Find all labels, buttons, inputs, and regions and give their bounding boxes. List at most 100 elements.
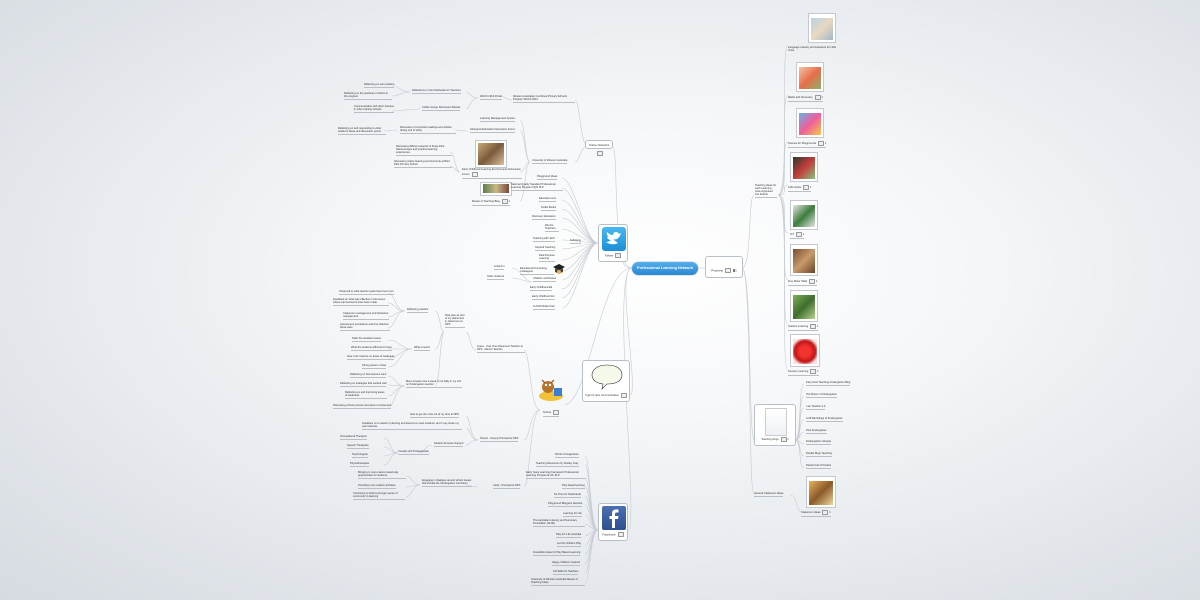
bringing-more-nature-node[interactable]: Bringing in more nature based play oppor… bbox=[358, 471, 406, 480]
what-is-learnt-node[interactable]: What is learnt bbox=[414, 346, 430, 352]
reflecting-how-lessons-went-node[interactable]: Reflecting on how lessons went bbox=[350, 373, 387, 379]
world-of-imagination-node[interactable]: World of Imagination bbox=[555, 453, 579, 459]
tamsin-node[interactable]: Tamsin - Deputy Principal at NPS bbox=[480, 437, 519, 443]
meet-at-least-once-node[interactable]: Meet at least once a week, if not daily … bbox=[406, 380, 462, 389]
pinterest-board-maths[interactable]: Maths and Numeracy 1 bbox=[788, 95, 823, 102]
playground-ideas-node[interactable]: Playground Ideas bbox=[537, 175, 558, 181]
coffee-lounge-node[interactable]: Coffee lounge Discussion Boards bbox=[422, 106, 461, 112]
blog-i-am-teacher[interactable]: I am Teacher 2.0 bbox=[806, 405, 826, 411]
other-students-node[interactable]: Other students bbox=[487, 275, 505, 281]
kindle-books-node[interactable]: Kindle Books bbox=[541, 206, 557, 212]
board-thumb-outdoor[interactable] bbox=[790, 290, 818, 322]
providing-more-outdoor-node[interactable]: Providing more outdoor activities bbox=[358, 484, 396, 490]
physiotherapists-node[interactable]: Physiotherapists bbox=[350, 462, 370, 468]
educational-computing-node[interactable]: Educational Computing Colleagues bbox=[520, 267, 554, 276]
how-i-can-improve-node[interactable]: How I can improve on areas of weakness bbox=[347, 355, 395, 361]
feedback-what-worked-node[interactable]: Feedback on what was effective in the le… bbox=[333, 298, 389, 307]
board-thumb-ict[interactable] bbox=[790, 200, 818, 230]
western-australian-combined-node[interactable]: Western Australian Combined Primary Scho… bbox=[513, 95, 575, 104]
board-thumb-science[interactable] bbox=[796, 108, 824, 138]
reflecting-improving-areas-node[interactable]: Reflecting on and improving areas of wea… bbox=[345, 391, 387, 400]
playground-bloggers-network-node[interactable]: Playground Bloggers Network bbox=[548, 502, 583, 508]
lucid-media-club-node[interactable]: LUCID Media Club bbox=[533, 305, 555, 311]
role-play-node[interactable]: Role play as part of my placement in cla… bbox=[445, 314, 465, 329]
reflections-notebooks-node[interactable]: Reflections on the Notebooks for Teacher… bbox=[412, 89, 461, 95]
type-for-face-communication-node[interactable]: Type for face Communication bbox=[582, 360, 630, 402]
university-wa-node[interactable]: University of Western Australia bbox=[532, 159, 568, 165]
pinterest-board-fine-motor[interactable]: Fine Motor Skills 1 bbox=[788, 279, 818, 286]
kid-skills-node[interactable]: Kid Skills for Teachers bbox=[553, 570, 579, 576]
blog-plus-kindergarten[interactable]: Plus Kindergarten bbox=[806, 429, 827, 435]
learning-management-system-node[interactable]: Learning Management System bbox=[480, 117, 516, 123]
discussing-indoor-learning-node[interactable]: Discussing indoor learning environments … bbox=[394, 160, 452, 169]
children-and-nature-node[interactable]: Children and Nature bbox=[533, 277, 557, 283]
early-childhood-au-node[interactable]: Early Childhood AU bbox=[532, 295, 555, 301]
blog-brown-of-kindergarten[interactable]: The Brown of Kindergarten bbox=[806, 393, 837, 399]
student-services-support-node[interactable]: Student Services Support bbox=[434, 442, 464, 448]
early-childhood-thumb[interactable] bbox=[475, 140, 507, 168]
linked-in-node[interactable]: Linked in bbox=[494, 265, 505, 271]
reflecting-practice-node[interactable]: Reflecting practice bbox=[407, 308, 429, 314]
teaching-blogs-node[interactable]: Teaching blogs 1 bbox=[754, 404, 796, 446]
early-years-learning-node[interactable]: Early Years Learning Framework Professio… bbox=[526, 471, 586, 480]
wacs-2013-portal-node[interactable]: WACS 2013 Portal bbox=[480, 95, 502, 101]
speech-therapists-node[interactable]: Speech Therapists bbox=[347, 444, 369, 450]
reflecting-practices-others-node[interactable]: Reflecting on the practices of others in… bbox=[344, 92, 392, 101]
blog-doodle-bugs[interactable]: Doodle Bugs Teaching bbox=[806, 452, 832, 458]
how-to-get-most-node[interactable]: How to get the most out of my time at NP… bbox=[410, 413, 460, 419]
let-the-children-play-node[interactable]: Let the Children Play bbox=[557, 542, 582, 548]
teaching-resources-shelley-node[interactable]: Teaching Resources by Shelley Gray bbox=[536, 462, 579, 468]
carla-node[interactable]: Carla - Principal at NPS bbox=[493, 484, 521, 490]
contact-with-professionals-node[interactable]: Contact with Professionals bbox=[398, 450, 429, 456]
blog-fairy-dust[interactable]: Fairy Dust Teaching Kindergarten Blog bbox=[806, 381, 851, 387]
observed-goals-node[interactable]: Observed to what teacher goals have been… bbox=[339, 290, 394, 296]
early-childhood-ed-node[interactable]: Early Childhood Ed bbox=[530, 286, 553, 292]
master-blog-thumb[interactable] bbox=[480, 182, 512, 196]
board-thumb-sensory[interactable] bbox=[790, 334, 820, 367]
aboriginal-education-forum-node[interactable]: Aboriginal Education Discussion Forum bbox=[470, 128, 516, 134]
pinterest-board-sensory[interactable]: Sensory Learning 1 bbox=[788, 369, 819, 376]
blog-ramblings-kindergarten[interactable]: A 28 Ramblings of Kindergarten bbox=[806, 417, 843, 423]
board-thumb-language[interactable] bbox=[808, 13, 836, 43]
what-students-found-node[interactable]: What the students affirmed to know bbox=[351, 346, 392, 352]
education-com-node[interactable]: Education.com bbox=[539, 197, 557, 203]
pinterest-board-science[interactable]: Science for Playgrounds 1 bbox=[788, 141, 827, 148]
communication-others-node[interactable]: Communication with other trainees in oth… bbox=[354, 105, 394, 114]
reflecting-readings-node[interactable]: Reflecting on and responding to other st… bbox=[338, 127, 386, 136]
occupational-therapist-node[interactable]: Occupational Therapist bbox=[340, 435, 367, 441]
discussion-important-readings-node[interactable]: Discussion of important readings and art… bbox=[400, 126, 456, 135]
board-thumb-fine-motor[interactable] bbox=[790, 244, 818, 276]
engaging-dialogue-node[interactable]: Engaging in dialogue around school issue… bbox=[422, 479, 472, 488]
continuing-to-build-node[interactable]: Continuing to build a stronger sense of … bbox=[353, 492, 405, 501]
reflecting-own-practice-node[interactable]: Reflecting on own practice bbox=[364, 83, 395, 89]
early-childhood-forum-node[interactable]: Early Childhood Learning Environments Di… bbox=[462, 168, 522, 179]
jesse-node[interactable]: Jesse - Year One Classroom Teacher at NP… bbox=[477, 345, 525, 354]
blog-pocket-full-of-kinders[interactable]: Pocket Full of Kinders bbox=[806, 464, 832, 470]
irresistible-ideas-node[interactable]: Irresistible Ideas for Play Based Learni… bbox=[533, 551, 581, 557]
no-time-for-flashcards-node[interactable]: No Time for Flashcards bbox=[554, 493, 581, 499]
australian-literacy-node[interactable]: The Australian Literacy and Numeracy Fou… bbox=[533, 519, 585, 528]
real-purpose-learning-node[interactable]: Real Purpose Learning bbox=[539, 254, 555, 263]
blog-kindergarten-lifestyle[interactable]: Kindergarten Lifestyle bbox=[806, 440, 832, 446]
assessment-procedures-node[interactable]: Assessment procedures and how effective … bbox=[340, 323, 390, 332]
general-classroom-ideas-node[interactable]: General Classroom Ideas bbox=[754, 492, 784, 498]
classroom-ideas-thumb[interactable] bbox=[806, 476, 836, 508]
play-based-learning-node[interactable]: Play based learning bbox=[562, 484, 585, 490]
board-thumb-maths[interactable] bbox=[796, 62, 824, 92]
national-quality-standard-node[interactable]: National Quality Standard Professional L… bbox=[511, 183, 563, 192]
play-for-life-node[interactable]: Play For Life Australia bbox=[556, 533, 582, 539]
happy-children-node[interactable]: Happy Children Inspired bbox=[552, 561, 580, 567]
classroom-management-node[interactable]: Classroom management and behaviour manag… bbox=[343, 312, 389, 321]
following-node[interactable]: Following bbox=[570, 239, 581, 245]
facebook-node[interactable]: Facebook bbox=[598, 503, 628, 541]
discovery-education-node[interactable]: Discovery Education bbox=[532, 215, 556, 221]
discussing-different-aspects-node[interactable]: Discussing different aspects of Kings Pa… bbox=[396, 145, 452, 157]
uwa-master-teaching-node[interactable]: University of Western Australia Master o… bbox=[531, 578, 585, 587]
inspired-teaching-node[interactable]: Inspired Teaching bbox=[535, 246, 556, 252]
online-networks-node[interactable]: Online Networks bbox=[585, 140, 613, 156]
pinterest-board-language[interactable]: Language Literacy and Literature for Lit… bbox=[788, 46, 840, 53]
we-are-teachers-node[interactable]: We Are Teachers bbox=[545, 224, 559, 233]
guidance-on-how-to-assist-node[interactable]: Guidance on to assist in planning and le… bbox=[362, 422, 462, 431]
strong-areas-node[interactable]: Strong areas in class bbox=[362, 364, 387, 370]
